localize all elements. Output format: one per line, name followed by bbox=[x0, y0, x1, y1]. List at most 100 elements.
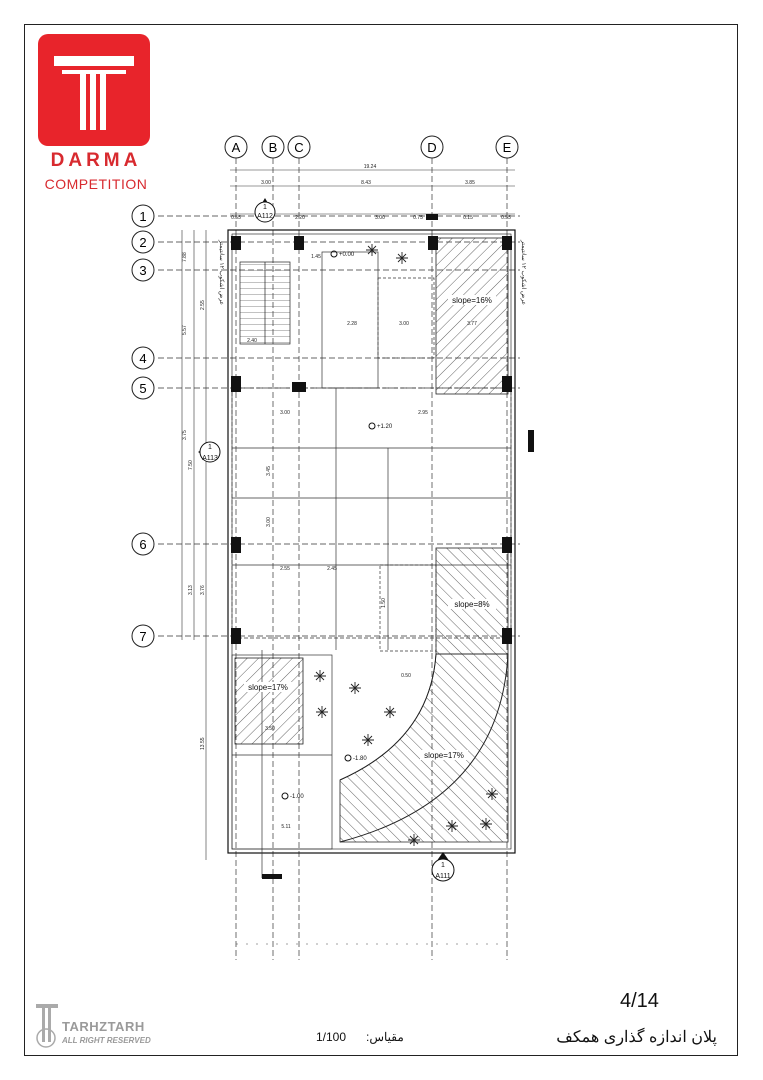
left-dimension-text: 7.88 5.57 3.75 7.50 3.13 2.55 3.76 13.55 bbox=[182, 252, 206, 750]
grid-row-3: 3 bbox=[139, 263, 146, 278]
watermark-logo-icon bbox=[36, 1004, 58, 1048]
watermark-rights: ALL RIGHT RESERVED bbox=[62, 1036, 151, 1045]
tree-icon bbox=[384, 706, 396, 718]
tree-icon bbox=[480, 818, 492, 830]
interior-dimension-text: 3.00 2.95 2.55 2.45 3.00 3.77 2.28 0.50 … bbox=[247, 254, 477, 830]
dim-sec-4: 0.75 bbox=[413, 215, 423, 221]
tree-icon bbox=[314, 670, 326, 682]
dim-left-7: 3.76 bbox=[200, 585, 206, 595]
level-1: +0.00 bbox=[339, 252, 355, 258]
tree-icon bbox=[349, 682, 361, 694]
slope-label-1: slope=16% bbox=[452, 296, 492, 305]
column-bubbles: A B C D E bbox=[224, 135, 519, 159]
darma-logo bbox=[38, 34, 150, 146]
tree-icon bbox=[408, 834, 420, 846]
dim-int-14: 1.45 bbox=[311, 254, 321, 260]
section-a111: A111 bbox=[435, 873, 450, 880]
dim-sec-1: 0.55 bbox=[231, 215, 241, 221]
slope-label-4: slope=17% bbox=[424, 751, 464, 760]
dim-int-1: 3.00 bbox=[280, 410, 290, 416]
section-marker-a112: 1 A112 bbox=[254, 198, 276, 223]
grid-row-5: 5 bbox=[139, 381, 146, 396]
top-dimension-text: 19.24 3.00 8.43 3.85 0.55 2.20 3.00 0.75… bbox=[231, 164, 511, 221]
landscape-trees bbox=[314, 244, 498, 846]
dim-left-3: 3.75 bbox=[182, 430, 188, 440]
section-num-1: 1 bbox=[263, 204, 267, 211]
page-number: 4/14 bbox=[620, 990, 659, 1012]
tree-icon bbox=[366, 244, 378, 256]
drawing-sheet-border bbox=[24, 24, 738, 1056]
dim-sec-3: 3.00 bbox=[375, 215, 385, 221]
dim-top-2: 8.43 bbox=[361, 180, 371, 186]
dim-int-9: 3.50 bbox=[265, 726, 275, 732]
dim-int-12: 3.00 bbox=[266, 517, 272, 527]
grid-row-1: 1 bbox=[139, 209, 146, 224]
dim-int-2: 2.95 bbox=[418, 410, 428, 416]
slope-labels: slope=16% slope=8% slope=17% slope=17% bbox=[244, 295, 496, 760]
dim-int-7: 2.28 bbox=[347, 321, 357, 327]
section-num-2: 1 bbox=[208, 444, 212, 451]
section-marker-a111: 1 A111 bbox=[431, 852, 455, 882]
grid-row-4: 4 bbox=[139, 351, 146, 366]
column-logo-icon bbox=[54, 56, 134, 130]
grid-col-d: D bbox=[427, 140, 436, 155]
dim-int-8: 0.50 bbox=[401, 673, 411, 679]
dim-int-4: 2.45 bbox=[327, 566, 337, 572]
top-dimension-lines bbox=[230, 169, 515, 215]
dim-int-10: 5.11 bbox=[281, 824, 291, 830]
logo-subtitle: COMPETITION bbox=[44, 176, 148, 192]
grid-col-a: A bbox=[232, 140, 241, 155]
dim-int-11: 3.45 bbox=[266, 466, 272, 476]
tree-icon bbox=[362, 734, 374, 746]
tree-icon bbox=[486, 788, 498, 800]
section-num-3: 1 bbox=[441, 862, 445, 869]
dim-left-8: 13.55 bbox=[200, 737, 206, 750]
tree-icon bbox=[396, 252, 408, 264]
sheet-title: پلان اندازه گذاری همکف bbox=[556, 1029, 717, 1046]
dim-int-3: 2.55 bbox=[280, 566, 290, 572]
grid-row-6: 6 bbox=[139, 537, 146, 552]
dim-sec-5: 0.15 bbox=[463, 215, 473, 221]
tarhztarh-watermark: TARHZTARH ALL RIGHT RESERVED bbox=[32, 1002, 182, 1052]
scale-value: 1/100 bbox=[316, 1030, 347, 1044]
section-marker-a113: 1 A113 bbox=[198, 441, 221, 463]
dim-int-15: 2.40 bbox=[247, 338, 257, 344]
dim-left-6: 2.55 bbox=[200, 300, 206, 310]
dim-top-3: 3.85 bbox=[465, 180, 475, 186]
slope-label-2: slope=8% bbox=[454, 600, 489, 609]
grid-row-2: 2 bbox=[139, 235, 146, 250]
dim-left-5: 3.13 bbox=[188, 585, 194, 595]
grid-col-c: C bbox=[294, 140, 303, 155]
watermark-brand: TARHZTARH bbox=[62, 1019, 145, 1034]
dim-int-13: 1.50 bbox=[381, 598, 387, 608]
level-3: -1.80 bbox=[353, 756, 367, 762]
grid-col-b: B bbox=[269, 140, 278, 155]
dim-top-1: 3.00 bbox=[261, 180, 271, 186]
dim-int-6: 3.77 bbox=[467, 321, 477, 327]
dim-int-5: 3.00 bbox=[399, 321, 409, 327]
level-2: +1.20 bbox=[377, 424, 393, 430]
left-dimension-lines bbox=[181, 230, 207, 860]
tree-icon bbox=[446, 820, 458, 832]
structural-columns bbox=[231, 214, 534, 879]
section-a113: A113 bbox=[202, 455, 218, 462]
section-markers: 1 A112 1 A113 1 A111 bbox=[198, 198, 455, 882]
side-note-left: عرض اشکوب ۱۲ سانتیمتر bbox=[218, 239, 225, 305]
side-notes: عرض اشکوب ۱۲ سانتیمتر عرض اشکوب ۱۲ سانتی… bbox=[218, 239, 527, 305]
level-4: -1.00 bbox=[290, 794, 304, 800]
row-bubbles: 1 2 3 4 5 6 7 bbox=[131, 204, 155, 648]
curved-ramp bbox=[339, 653, 509, 843]
grid-row-7: 7 bbox=[139, 629, 146, 644]
dim-left-1: 7.88 bbox=[182, 252, 188, 262]
side-note-right: عرض اشکوب ۱۲ سانتیمتر bbox=[520, 239, 527, 305]
tree-icon bbox=[316, 706, 328, 718]
dim-left-4: 7.50 bbox=[188, 460, 194, 470]
dim-left-2: 5.57 bbox=[182, 325, 188, 335]
scale-label: مقیاس: bbox=[366, 1030, 404, 1044]
level-markers: +0.00 +1.20 -1.80 -1.00 bbox=[281, 250, 393, 800]
logo-word: DARMA bbox=[50, 150, 142, 171]
dim-overall: 19.24 bbox=[364, 164, 377, 170]
grid-col-e: E bbox=[503, 140, 512, 155]
dim-sec-6: 0.55 bbox=[501, 215, 511, 221]
